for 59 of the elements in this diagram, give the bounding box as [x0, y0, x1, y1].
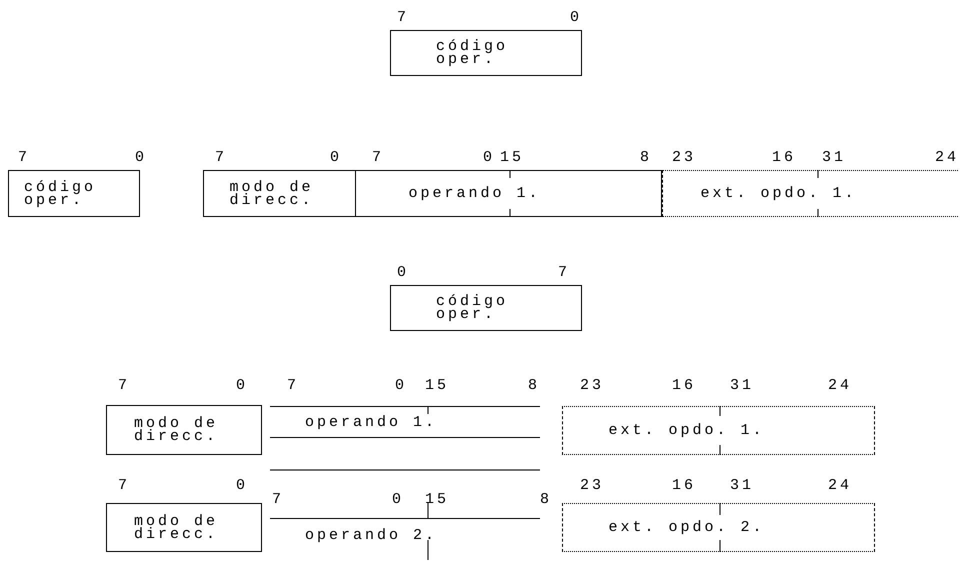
- field-label: modo de direcc.: [134, 417, 220, 443]
- field-label: modo de direcc.: [230, 180, 315, 206]
- bit-number: 24: [828, 378, 852, 393]
- bit-number: 7: [397, 10, 410, 25]
- bit-number: 31: [730, 478, 754, 493]
- bit-number: 7: [272, 492, 284, 507]
- bit-number: 0: [395, 378, 408, 393]
- instruction-field-box: [106, 405, 262, 455]
- bit-number: 7: [287, 378, 300, 393]
- bit-number: 8: [540, 492, 552, 507]
- instruction-field-box: [662, 170, 958, 217]
- bit-number: 0: [330, 150, 342, 165]
- field-label: ext. opdo. 1.: [608, 424, 766, 437]
- instruction-field-box: [106, 503, 262, 552]
- instruction-field-box: [562, 503, 875, 552]
- field-label: modo de direcc.: [134, 514, 220, 540]
- bit-number: 0: [483, 150, 496, 165]
- field-label: ext. opdo. 1.: [700, 187, 858, 200]
- field-label: operando 1.: [305, 416, 438, 428]
- instruction-field-box: [270, 406, 540, 438]
- field-label: código oper.: [436, 295, 510, 321]
- bit-number: 0: [397, 265, 410, 280]
- bit-number: 7: [18, 150, 30, 165]
- bit-number: 7: [118, 478, 130, 493]
- bit-number: 7: [558, 265, 570, 280]
- bit-number: 8: [640, 150, 652, 165]
- bit-number: 31: [822, 150, 846, 165]
- instruction-field-box: [390, 285, 582, 331]
- instruction-field-box: [390, 30, 582, 76]
- bit-number: 24: [935, 150, 960, 165]
- bit-number: 0: [135, 150, 148, 165]
- bit-number: 15: [500, 150, 524, 165]
- bit-number: 15: [425, 492, 450, 507]
- field-label: ext. opdo. 2.: [608, 521, 766, 534]
- instruction-field-box: [356, 170, 662, 217]
- instruction-field-box: [8, 170, 140, 217]
- field-label: código oper.: [24, 180, 98, 206]
- bit-number: 0: [236, 378, 248, 393]
- bit-number: 0: [236, 478, 248, 493]
- instruction-field-box: [203, 170, 356, 217]
- bit-number: 15: [425, 378, 450, 393]
- bit-number: 0: [570, 10, 582, 25]
- bit-number: 7: [118, 378, 130, 393]
- field-label: operando 2.: [305, 529, 438, 542]
- bit-number: 16: [772, 150, 796, 165]
- bit-number: 23: [580, 478, 604, 493]
- bit-number: 0: [392, 492, 404, 507]
- bit-number: 7: [215, 150, 228, 165]
- bit-number: 8: [528, 378, 540, 393]
- bit-number: 23: [580, 378, 604, 393]
- bit-number: 7: [372, 150, 384, 165]
- bit-number: 16: [672, 478, 696, 493]
- bit-number: 23: [672, 150, 696, 165]
- bit-number: 16: [672, 378, 696, 393]
- field-label: código oper.: [436, 40, 510, 66]
- field-label: operando 1.: [408, 187, 542, 200]
- instruction-field-box: [562, 406, 875, 455]
- bit-number: 24: [828, 478, 852, 493]
- bit-number: 31: [730, 378, 754, 393]
